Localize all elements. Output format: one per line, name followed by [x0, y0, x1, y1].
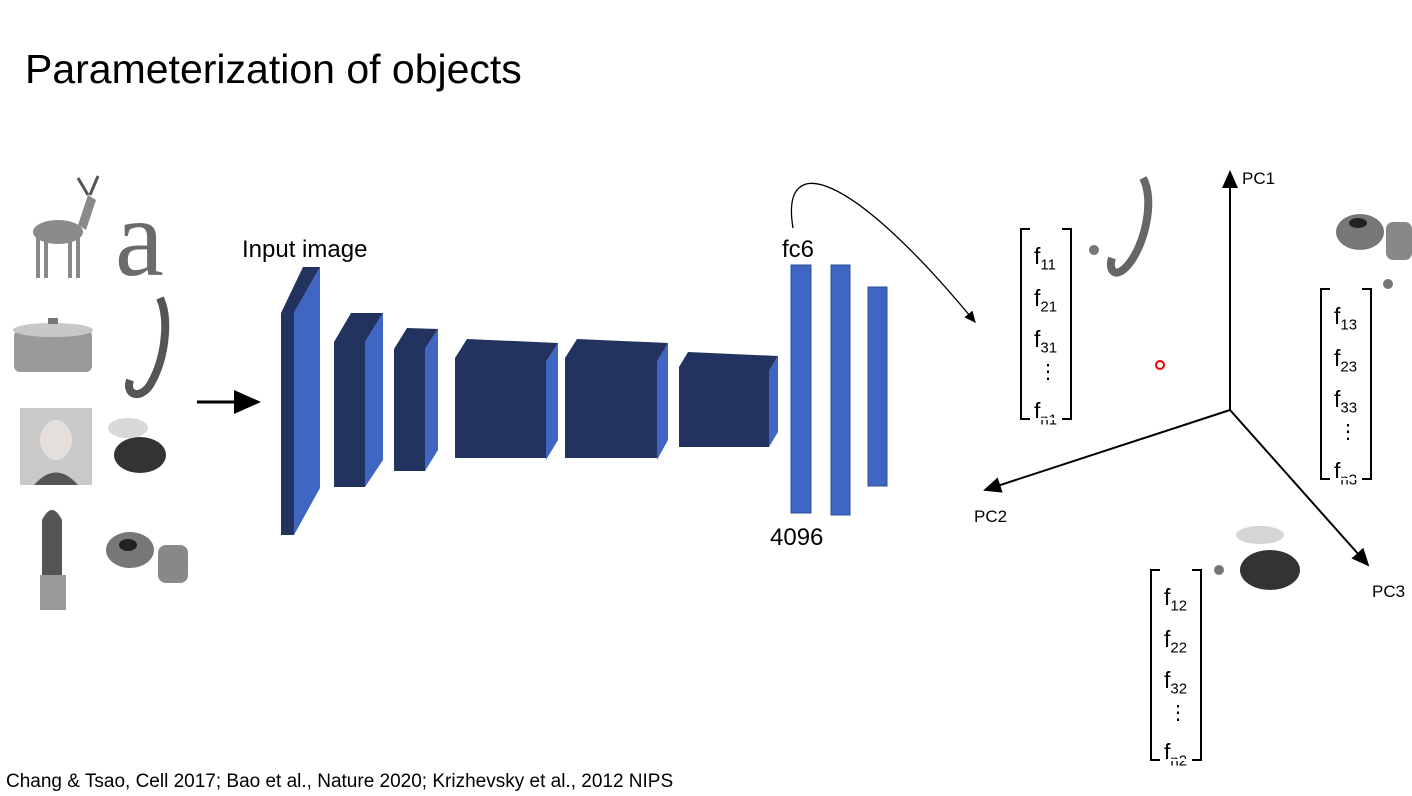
- slide-title: Parameterization of objects: [25, 46, 522, 92]
- point-tabla: [1383, 279, 1393, 289]
- saxophone-image-pc: [1106, 176, 1153, 277]
- conv-layer-3: [394, 328, 438, 471]
- point-saxophone: [1089, 245, 1099, 255]
- tabla-image: [106, 532, 188, 583]
- pot-image: [13, 318, 93, 372]
- conv-layer-2: [334, 313, 383, 487]
- cnn-layers: [281, 264, 888, 535]
- pc2-label: PC2: [974, 507, 1008, 526]
- pc1-label: PC1: [1242, 169, 1276, 188]
- saxophone-image: [125, 296, 170, 398]
- fc8-layer: [867, 286, 888, 487]
- fc-size-label: 4096: [770, 524, 824, 551]
- face-image: [20, 408, 92, 485]
- letter-a-image: a: [115, 177, 164, 299]
- conv-layer-5: [565, 339, 668, 460]
- deer-image: [33, 175, 100, 278]
- conv-layer-1: [281, 267, 320, 535]
- curved-arrow: [790, 182, 976, 324]
- point-fly: [1214, 565, 1224, 575]
- feature-vector-3: f13 f23 f33 ⋮ fn3: [1320, 288, 1372, 488]
- cursor-pointer: [1155, 360, 1165, 370]
- pc3-label: PC3: [1372, 582, 1406, 601]
- lipstick-image: [40, 510, 66, 610]
- fc7-layer: [830, 264, 851, 516]
- feature-vector-2: f12 f22 f32 ⋮ fn2: [1150, 569, 1202, 769]
- tabla-image-pc: [1336, 214, 1412, 260]
- fly-image: [108, 418, 166, 473]
- conv-layer-6: [679, 352, 778, 447]
- fc6-layer: [790, 264, 812, 514]
- feature-vector-1: f11 f21 f31 ⋮ fn1: [1020, 228, 1072, 428]
- citation: Chang & Tsao, Cell 2017; Bao et al., Nat…: [6, 771, 674, 792]
- input-image-label: Input image: [242, 236, 368, 263]
- fly-image-pc: [1236, 526, 1300, 590]
- pc-axes: [983, 170, 1370, 567]
- fc6-label: fc6: [782, 236, 815, 263]
- conv-layer-4: [455, 339, 558, 460]
